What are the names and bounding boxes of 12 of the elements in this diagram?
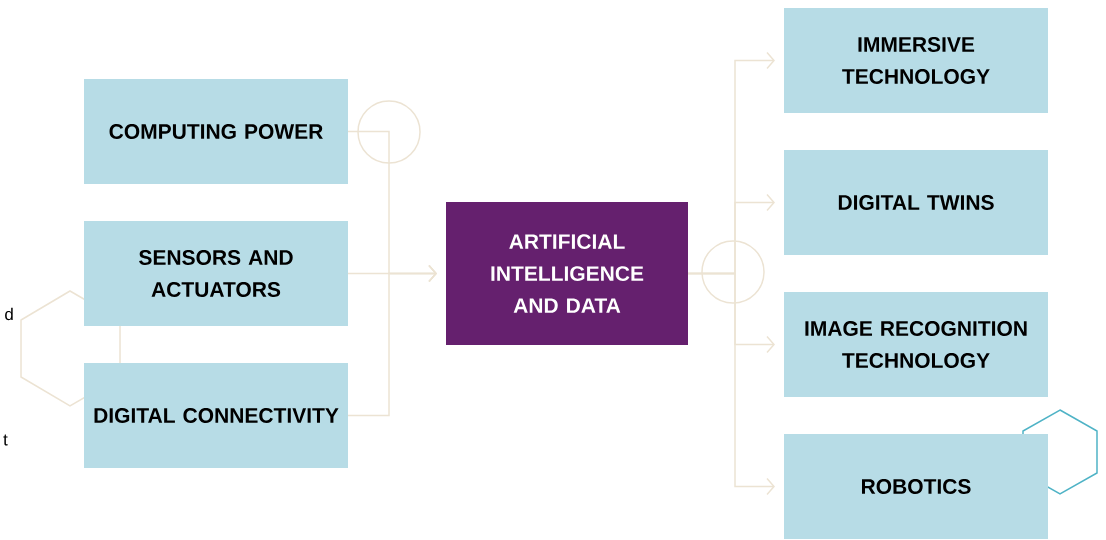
center-box: ARTIFICIAL INTELLIGENCE AND DATA: [446, 202, 688, 345]
text-fragment: d: [5, 307, 13, 321]
topic-box: DIGITAL TWINS: [784, 150, 1048, 255]
topic-box: SENSORS AND ACTUATORS: [84, 221, 348, 326]
arrow: [347, 264, 437, 417]
arrow: [687, 272, 775, 496]
topic-box: ROBOTICS: [784, 434, 1048, 539]
topic-box: IMAGE RECOGNITION TECHNOLOGY: [784, 292, 1048, 397]
text-fragment: t: [3, 434, 8, 446]
topic-box: IMMERSIVE TECHNOLOGY: [784, 8, 1048, 113]
topic-box: COMPUTING POWER: [84, 79, 348, 184]
topic-box: DIGITAL CONNECTIVITY: [84, 363, 348, 468]
